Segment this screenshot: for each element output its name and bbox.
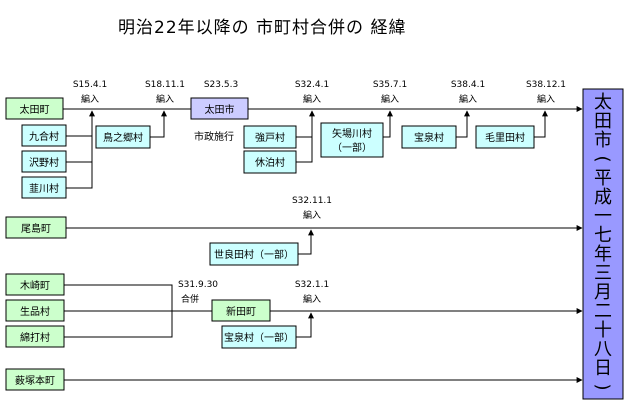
label-ota-city: 太田市 <box>205 103 235 116</box>
box-keritaa <box>475 125 535 149</box>
box-ota-town <box>5 97 64 120</box>
final-label-char: 八 <box>594 339 612 360</box>
label-torinogo: 鳥之郷村 <box>103 131 143 144</box>
box-yabakawa <box>320 122 384 158</box>
line-wata-uchi <box>64 311 173 338</box>
label-keritaa: 毛里田村 <box>485 131 525 144</box>
line-kugo <box>66 110 95 137</box>
event-2-type: 編入 <box>156 93 174 105</box>
label-nitta: 新田町 <box>226 305 256 318</box>
final-label-char: ) <box>592 383 613 390</box>
line-kyodo <box>296 110 315 138</box>
event-8-type: 編入 <box>303 209 321 221</box>
event-4-type: 編入 <box>303 93 321 105</box>
event-5-date: S35.7.1 <box>373 80 407 90</box>
final-label-char: 成 <box>594 187 612 208</box>
box-sawano <box>21 150 67 173</box>
box-ikushina <box>5 299 65 322</box>
final-label-char: 太 <box>594 92 612 113</box>
label-ikushina: 生品村 <box>20 305 50 318</box>
final-label-char: 市 <box>594 130 612 151</box>
event-6-type: 編入 <box>459 93 477 105</box>
event-1-type: 編入 <box>81 93 99 105</box>
line-kyuhaku <box>296 137 313 163</box>
label-yabakawa: 矢場川村 <box>332 127 372 140</box>
label-hosen: 宝泉村 <box>414 131 444 144</box>
final-label-char: 田 <box>594 111 612 132</box>
label-hosen-part: 宝泉村（一部） <box>224 331 294 344</box>
line-serada <box>298 229 314 255</box>
event-7-type: 編入 <box>537 93 555 105</box>
label-wata-uchi: 綿打村 <box>20 331 50 344</box>
event-6-date: S38.4.1 <box>451 80 485 90</box>
line-yabakawa <box>383 110 393 138</box>
final-label-char: ( <box>592 155 613 162</box>
event-9-type: 合併 <box>181 293 199 305</box>
box-kyuhaku <box>243 150 297 174</box>
event-10-type: 編入 <box>303 293 321 305</box>
connector-lines <box>63 106 583 383</box>
final-label-char: 月 <box>594 282 612 303</box>
label-shisei: 市政施行 <box>194 130 234 143</box>
line-nirakawa <box>66 136 93 189</box>
box-kugo <box>21 124 67 147</box>
label-ota-town: 太田町 <box>20 103 50 116</box>
box-hosen <box>401 125 457 149</box>
final-label-char: 二 <box>594 301 612 322</box>
label-nirakawa: 韮川村 <box>29 182 59 195</box>
final-label-char: 一 <box>594 206 612 227</box>
event-3-date: S23.5.3 <box>204 80 238 90</box>
box-hosen-part <box>221 325 297 349</box>
line-hosen-part <box>296 312 314 338</box>
box-ota-city <box>190 97 249 120</box>
line-hosen <box>456 110 470 138</box>
line-keritaa <box>534 110 548 138</box>
box-serada <box>209 242 299 266</box>
box-kyodo <box>243 125 297 149</box>
label-kugo: 九合村 <box>29 130 59 143</box>
event-10-date: S32.1.1 <box>295 280 329 290</box>
label-yabuzuka: 薮塚本町 <box>15 374 55 387</box>
box-nirakawa <box>21 176 67 199</box>
label-serada: 世良田村（一部） <box>214 248 294 261</box>
box-torinogo <box>95 125 151 149</box>
event-1-date: S15.4.1 <box>73 80 107 90</box>
box-yabuzuka <box>5 368 65 391</box>
label-sawano: 沢野村 <box>29 156 59 169</box>
page-title: 明治22年以降の 市町村合併の 経緯 <box>118 18 406 38</box>
line-torinogo <box>150 110 167 138</box>
final-label-char: 年 <box>594 244 612 265</box>
label-kyodo: 強戸村 <box>255 131 285 144</box>
final-label-char: 七 <box>594 225 612 246</box>
final-label-char: 日 <box>594 358 612 379</box>
event-labels: S15.4.1 編入 S18.11.1 編入 S23.5.3 S32.4.1 編… <box>73 80 566 305</box>
label-kyuhaku: 休泊村 <box>255 156 285 169</box>
box-nitta <box>211 299 271 322</box>
label-ojima: 尾島町 <box>21 222 51 235</box>
label-yabakawa-part: （一部） <box>332 141 372 154</box>
boxes <box>5 88 624 400</box>
event-4-date: S32.4.1 <box>295 80 329 90</box>
final-label-char: 十 <box>594 320 612 341</box>
event-2-date: S18.11.1 <box>145 80 185 90</box>
box-labels: 太田町 九合村 沢野村 韮川村 鳥之郷村 太田市 強戸村 休泊村 矢場川村 （一… <box>15 103 525 387</box>
event-8-date: S32.11.1 <box>292 196 332 206</box>
event-9-date: S31.9.30 <box>178 280 218 290</box>
box-wata-uchi <box>5 325 65 348</box>
final-label-char: 平 <box>594 168 612 189</box>
event-7-date: S38.12.1 <box>526 80 566 90</box>
label-kizaki: 木崎町 <box>20 279 50 292</box>
box-ojima <box>5 216 67 239</box>
event-5-type: 編入 <box>381 93 399 105</box>
box-kizaki <box>5 273 65 296</box>
line-kizaki <box>64 284 173 311</box>
final-label-char: 三 <box>594 263 612 284</box>
box-final-ota-city <box>582 88 624 400</box>
